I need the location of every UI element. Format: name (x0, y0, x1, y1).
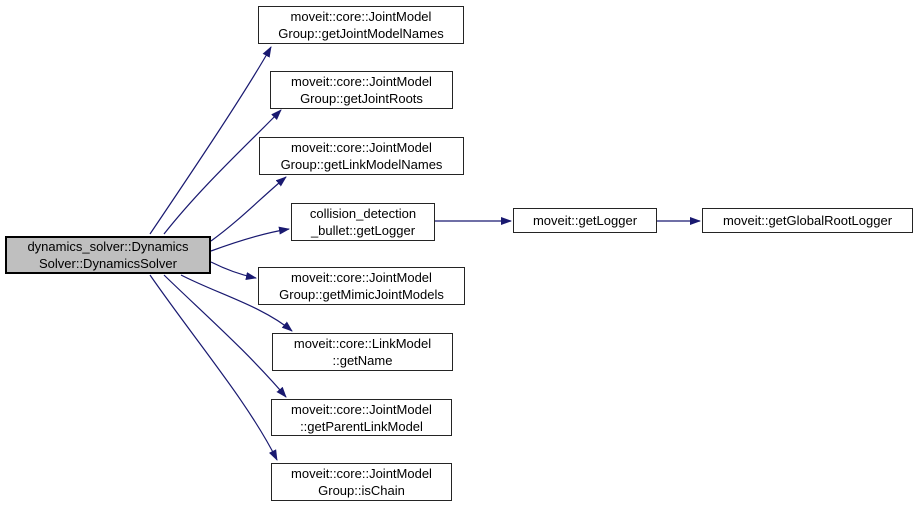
edge-main-to-getmimicjointmodels (210, 261, 257, 280)
node-get-global-root-logger[interactable]: moveit::getGlobalRootLogger (702, 208, 913, 233)
node-get-link-model-names[interactable]: moveit::core::JointModel Group::getLinkM… (259, 137, 464, 175)
edge-main-to-bullet-getlogger (210, 226, 290, 252)
node-get-joint-model-names[interactable]: moveit::core::JointModel Group::getJoint… (258, 6, 464, 44)
edge-main-to-getparentlinkmodel (163, 274, 287, 398)
edge-main-to-getjointroots (163, 109, 282, 235)
node-link-model-get-name[interactable]: moveit::core::LinkModel ::getName (272, 333, 453, 371)
edge-main-to-ischain (149, 274, 278, 461)
node-bullet-get-logger[interactable]: collision_detection _bullet::getLogger (291, 203, 435, 241)
edge-main-to-getjointmodelnames (149, 46, 272, 235)
node-is-chain[interactable]: moveit::core::JointModel Group::isChain (271, 463, 452, 501)
edge-main-to-getname (180, 274, 293, 332)
node-get-mimic-joint-models[interactable]: moveit::core::JointModel Group::getMimic… (258, 267, 465, 305)
node-dynamics-solver-constructor: dynamics_solver::Dynamics Solver::Dynami… (5, 236, 211, 274)
edge-main-to-getlinkmodelnames (210, 176, 287, 242)
node-get-joint-roots[interactable]: moveit::core::JointModel Group::getJoint… (270, 71, 453, 109)
node-get-parent-link-model[interactable]: moveit::core::JointModel ::getParentLink… (271, 399, 452, 436)
node-moveit-get-logger[interactable]: moveit::getLogger (513, 208, 657, 233)
